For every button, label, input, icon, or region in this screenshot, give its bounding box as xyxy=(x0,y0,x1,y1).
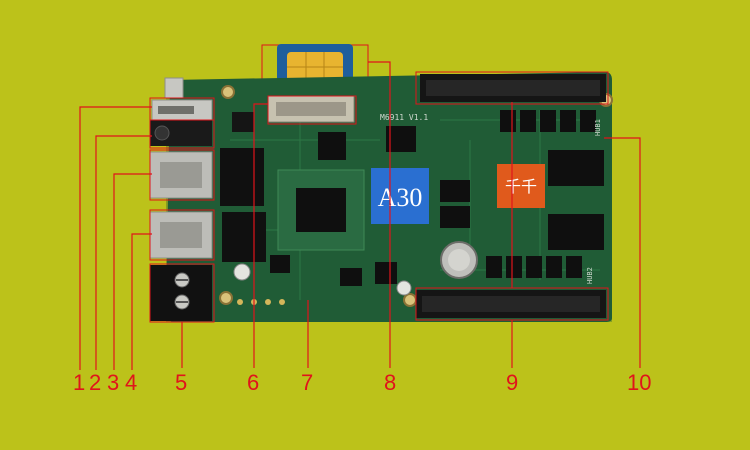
wireless-module xyxy=(277,169,365,251)
ethernet-port-1 xyxy=(149,151,213,199)
callout-leader-lines xyxy=(79,61,641,370)
callout-label-6: 6 xyxy=(247,370,260,395)
ic-chip xyxy=(386,126,416,152)
silkscreen-hub2: HUB2 xyxy=(586,267,594,284)
callout-label-8: 8 xyxy=(384,370,397,395)
ic-chip xyxy=(220,148,264,206)
audio-jack xyxy=(150,120,212,146)
ic-chip xyxy=(270,255,290,273)
usb-port xyxy=(151,77,213,121)
memory-chip xyxy=(548,214,604,250)
callout-label-10: 10 xyxy=(627,370,652,395)
silkscreen-hub1: HUB1 xyxy=(594,119,602,136)
callout-label-7: 7 xyxy=(301,370,314,395)
ic-chip xyxy=(340,268,362,286)
capacitor xyxy=(396,280,412,296)
chip-label: A30 xyxy=(378,183,423,212)
hub-connector-top xyxy=(420,74,606,102)
callout-label-9: 9 xyxy=(506,370,519,395)
ic-chip xyxy=(440,180,470,202)
coin-battery xyxy=(440,241,478,279)
callout-label-3: 3 xyxy=(107,370,120,395)
ic-chip xyxy=(222,212,266,262)
ic-chip xyxy=(318,132,346,160)
memory-chip xyxy=(548,150,604,186)
ic-chip xyxy=(375,262,397,284)
hub-connector-bottom xyxy=(416,290,606,318)
sim-card xyxy=(261,44,369,96)
logo-glyph: 千千 xyxy=(505,177,537,196)
driver-chip-row-top xyxy=(500,110,596,132)
callout-label-4: 4 xyxy=(125,370,138,395)
brand-logo-chip: 千千 xyxy=(497,164,545,208)
callout-label-5: 5 xyxy=(175,370,188,395)
capacitor xyxy=(233,263,251,281)
callout-label-2: 2 xyxy=(89,370,102,395)
power-terminal xyxy=(150,265,212,321)
driver-chip-row-bottom xyxy=(486,256,582,278)
silkscreen-text: M6911 V1.1 xyxy=(380,113,428,122)
ic-chip xyxy=(232,112,254,132)
main-processor-chip: A30 xyxy=(371,168,429,224)
ic-chip xyxy=(440,206,470,228)
callout-label-1: 1 xyxy=(73,370,86,395)
ethernet-port-2 xyxy=(149,211,213,259)
